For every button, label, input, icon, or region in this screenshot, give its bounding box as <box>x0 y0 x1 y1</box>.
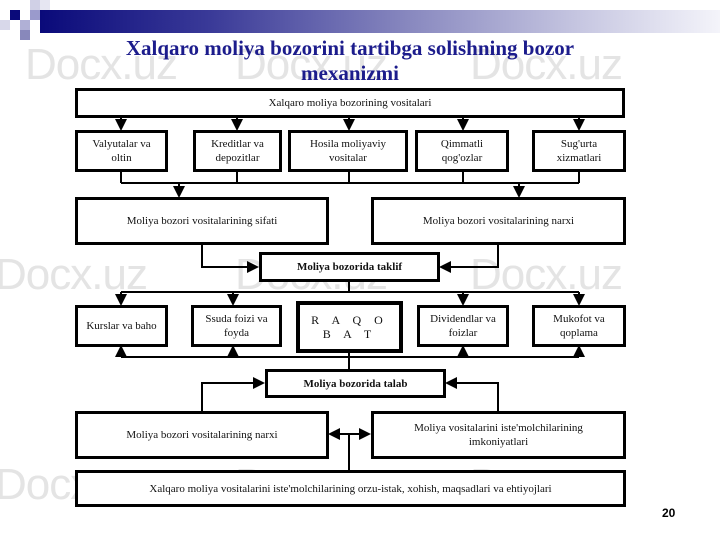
box-insurance: Sug'urta xizmatlari <box>532 130 626 172</box>
watermark: Docx.uz <box>0 250 148 299</box>
header-gradient-bar <box>40 10 720 33</box>
box-market-instruments: Xalqaro moliya bozorining vositalari <box>75 88 625 118</box>
box-price-2: Moliya bozori vositalarining narxi <box>75 411 329 459</box>
decor-square <box>20 20 30 30</box>
box-rates-price: Kurslar va baho <box>75 305 168 347</box>
box-competition: R A Q O B A T <box>296 301 403 353</box>
decor-square <box>30 10 40 20</box>
watermark: Docx.uz <box>470 250 623 299</box>
box-derivatives: Hosila moliyaviy vositalar <box>288 130 408 172</box>
page-number: 20 <box>662 506 676 520</box>
box-securities: Qimmatli qog'ozlar <box>415 130 509 172</box>
box-dividends: Dividendlar va foizlar <box>417 305 509 347</box>
box-demand: Moliya bozorida talab <box>265 369 446 398</box>
decor-square <box>20 30 30 40</box>
box-loan-interest: Ssuda foizi va foyda <box>191 305 282 347</box>
box-supply: Moliya bozorida taklif <box>259 252 440 282</box>
box-reward: Mukofot va qoplama <box>532 305 626 347</box>
watermark: Docx.uz <box>25 40 178 89</box>
watermark: Docx.uz <box>235 40 388 89</box>
box-credits-deposits: Kreditlar va depozitlar <box>193 130 282 172</box>
decor-square <box>40 0 50 10</box>
box-consumer-capacity: Moliya vositalarini iste'molchilarining … <box>371 411 626 459</box>
box-currency-gold: Valyutalar va oltin <box>75 130 168 172</box>
decor-square <box>0 20 10 30</box>
box-price: Moliya bozori vositalarining narxi <box>371 197 626 245</box>
watermark: Docx.uz <box>470 40 623 89</box>
box-consumer-needs: Xalqaro moliya vositalarini iste'molchil… <box>75 470 626 507</box>
box-quality: Moliya bozori vositalarining sifati <box>75 197 329 245</box>
slide-title: Xalqaro moliya bozorini tartibga solishn… <box>125 36 575 85</box>
decor-square <box>30 0 40 10</box>
decor-square <box>10 10 20 20</box>
